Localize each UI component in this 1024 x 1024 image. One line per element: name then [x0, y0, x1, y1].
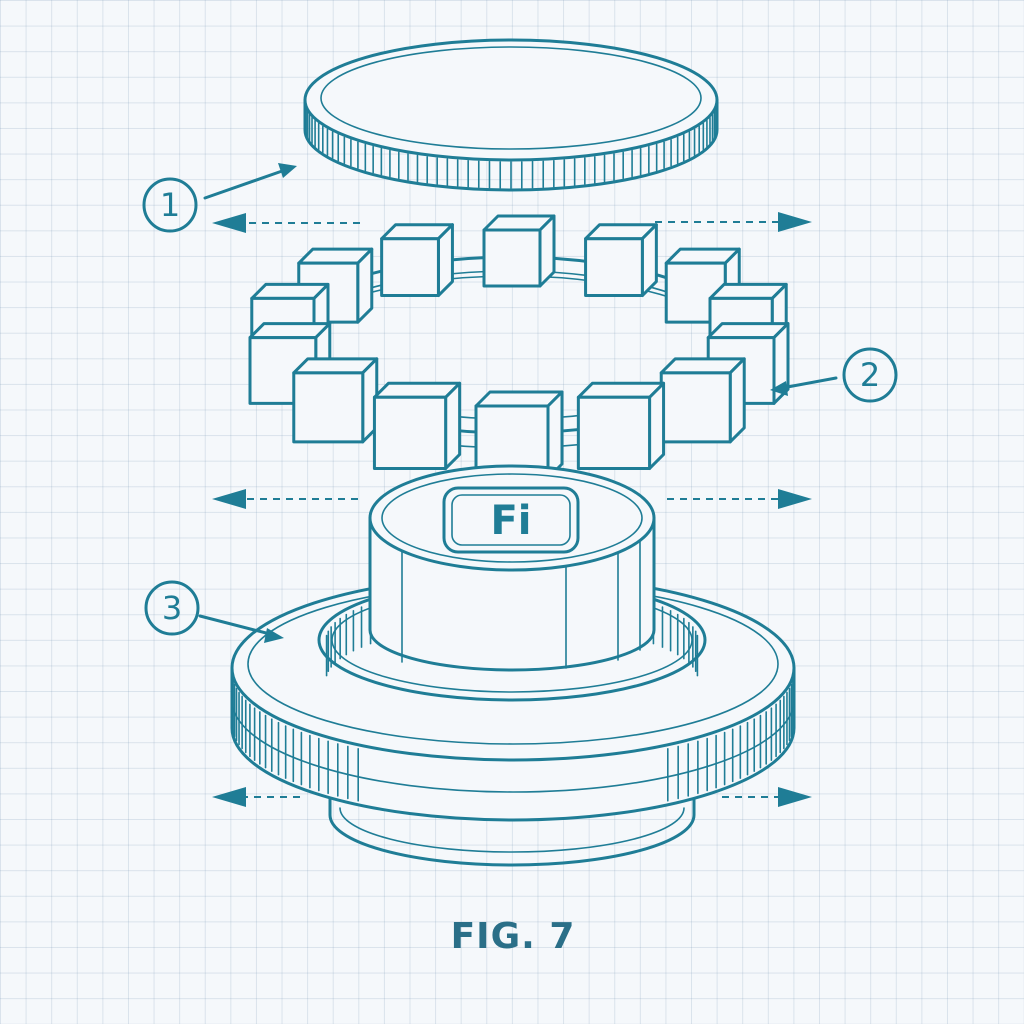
- arrow-left-icon: [212, 489, 246, 509]
- ring-cube: [292, 357, 379, 444]
- guide-arrows-row-2: [212, 489, 812, 509]
- arrow-right-icon: [778, 489, 812, 509]
- arrow-left-icon: [212, 787, 246, 807]
- disc-inner-rim: [320, 46, 702, 150]
- ring-cube: [576, 381, 666, 470]
- callout-1-label: 1: [160, 186, 180, 224]
- part-1-top-disc: [303, 38, 719, 192]
- disc-knurl-lines: [304, 104, 718, 189]
- ring-cube: [584, 223, 658, 298]
- disc-top-face: [303, 38, 719, 162]
- ring-cube: [380, 223, 454, 298]
- hub-logo: Fi: [442, 486, 580, 554]
- ring-cube: [372, 381, 462, 470]
- ring-cube: [659, 357, 746, 444]
- leader-arrowhead-icon: [278, 163, 297, 178]
- part-3-base: Fi: [230, 464, 796, 867]
- ring-cube: [664, 247, 741, 324]
- part-2-cube-ring: [248, 214, 790, 480]
- guide-arrows-row-3: [212, 787, 812, 807]
- callout-2-circle: [842, 347, 898, 403]
- base-flange-midline: [231, 699, 795, 793]
- arrow-right-icon: [778, 212, 812, 232]
- callout-3-label: 3: [162, 589, 182, 627]
- logo-frame: [442, 486, 580, 554]
- leader-arrowhead-icon: [264, 628, 284, 643]
- callout-2: 2: [770, 347, 898, 403]
- figure-caption: FIG. 7: [451, 916, 576, 957]
- base-flange-knurl: [231, 675, 795, 802]
- arrow-right-icon: [778, 787, 812, 807]
- logo-text: Fi: [490, 498, 531, 544]
- disc-side-band: [303, 98, 719, 192]
- callout-2-label: 2: [860, 356, 880, 394]
- callout-1: 1: [142, 163, 297, 233]
- callout-3: 3: [144, 580, 284, 643]
- base-bottom-collar-line: [339, 807, 685, 853]
- base-bottom-collar: [328, 788, 696, 867]
- guide-arrows-row-1: [212, 212, 812, 233]
- ring-cube: [482, 214, 556, 288]
- arrow-left-icon: [212, 213, 246, 233]
- ring-cubes: [248, 214, 790, 480]
- callout-3-circle: [144, 580, 200, 636]
- leader-arrowhead-icon: [770, 381, 788, 396]
- hub-top: [368, 464, 656, 572]
- callout-1-circle: [142, 177, 198, 233]
